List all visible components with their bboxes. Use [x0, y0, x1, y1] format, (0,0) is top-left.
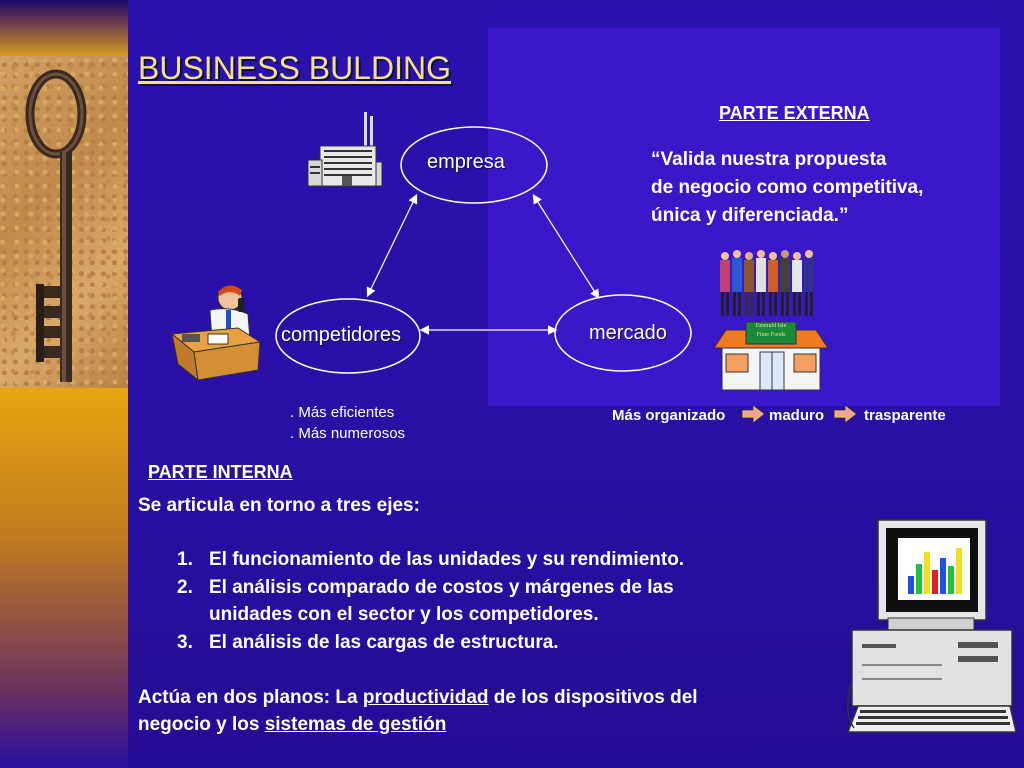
- interna-item-1-line-1: El funcionamiento de las unidades y su r…: [209, 549, 685, 570]
- competidores-note-2: . Más numerosos: [290, 425, 406, 442]
- store-sign-line-2: Finer Foods: [756, 332, 786, 338]
- interna-intro: Se articula en torno a tres ejes:: [138, 495, 420, 516]
- page-title: BUSINESS BULDING: [138, 50, 451, 86]
- interna-item-2-line-2: unidades con el sector y los competidore…: [209, 604, 599, 625]
- side-strip-bottom: [0, 388, 128, 768]
- sistemas-gestion-link[interactable]: sistemas de gestión: [264, 714, 447, 735]
- arrow-empresa-competidores: [366, 193, 418, 298]
- competidores-node: [275, 298, 421, 374]
- empresa-node: [400, 126, 548, 204]
- interna-item-2-num: 2.: [177, 577, 193, 598]
- store-icon: [713, 322, 829, 391]
- competidores-label: competidores: [281, 324, 402, 346]
- interna-item-3-line-1: El análisis de las cargas de estructura.: [209, 632, 559, 653]
- interna-closing-line-1: Actúa en dos planos: La productividad de…: [138, 687, 698, 709]
- externa-quote: “Valida nuestra propuesta de negocio com…: [651, 146, 923, 230]
- factory-icon: [307, 112, 382, 187]
- mercado-step-3: trasparente: [864, 407, 946, 424]
- mercado-step-1: Más organizado: [612, 407, 726, 424]
- closing-text-1: Actúa en dos planos: La: [138, 687, 363, 708]
- arrow-empresa-mercado: [532, 193, 600, 300]
- interna-closing-line-2: negocio y los sistemas de gestión: [138, 714, 446, 736]
- mercado-label: mercado: [589, 322, 667, 344]
- key-image: [0, 56, 128, 388]
- mercado-step-2: maduro: [769, 407, 825, 424]
- crowd-icon: [720, 250, 814, 316]
- quote-line-2: de negocio como competitiva,: [651, 177, 924, 198]
- interna-item-1-num: 1.: [177, 549, 193, 570]
- externa-heading: PARTE EXTERNA: [719, 103, 870, 123]
- store-sign-line-1: Emerald Isle: [755, 323, 787, 329]
- interna-item-3-num: 3.: [177, 632, 193, 653]
- quote-line-3: única y diferenciada.”: [651, 205, 849, 226]
- interna-item-2-line-1: El análisis comparado de costos y márgen…: [209, 577, 674, 598]
- interna-heading: PARTE INTERNA: [148, 462, 293, 482]
- arrow-right-icon: [742, 406, 764, 422]
- closing-text-2: de los dispositivos del: [488, 687, 698, 708]
- businessman-phone-icon: [170, 285, 262, 382]
- closing-text-3: negocio y los: [138, 714, 265, 735]
- arrow-right-icon: [834, 406, 856, 422]
- empresa-label: empresa: [427, 151, 505, 173]
- key-icon: [25, 69, 87, 382]
- competidores-note-1: . Más eficientes: [290, 404, 395, 421]
- store-sign: Emerald Isle Finer Foods: [746, 322, 796, 340]
- side-strip-top: [0, 0, 128, 56]
- quote-line-1: “Valida nuestra propuesta: [651, 149, 887, 170]
- productividad-link[interactable]: productividad: [362, 687, 489, 708]
- computer-icon: [846, 519, 1017, 733]
